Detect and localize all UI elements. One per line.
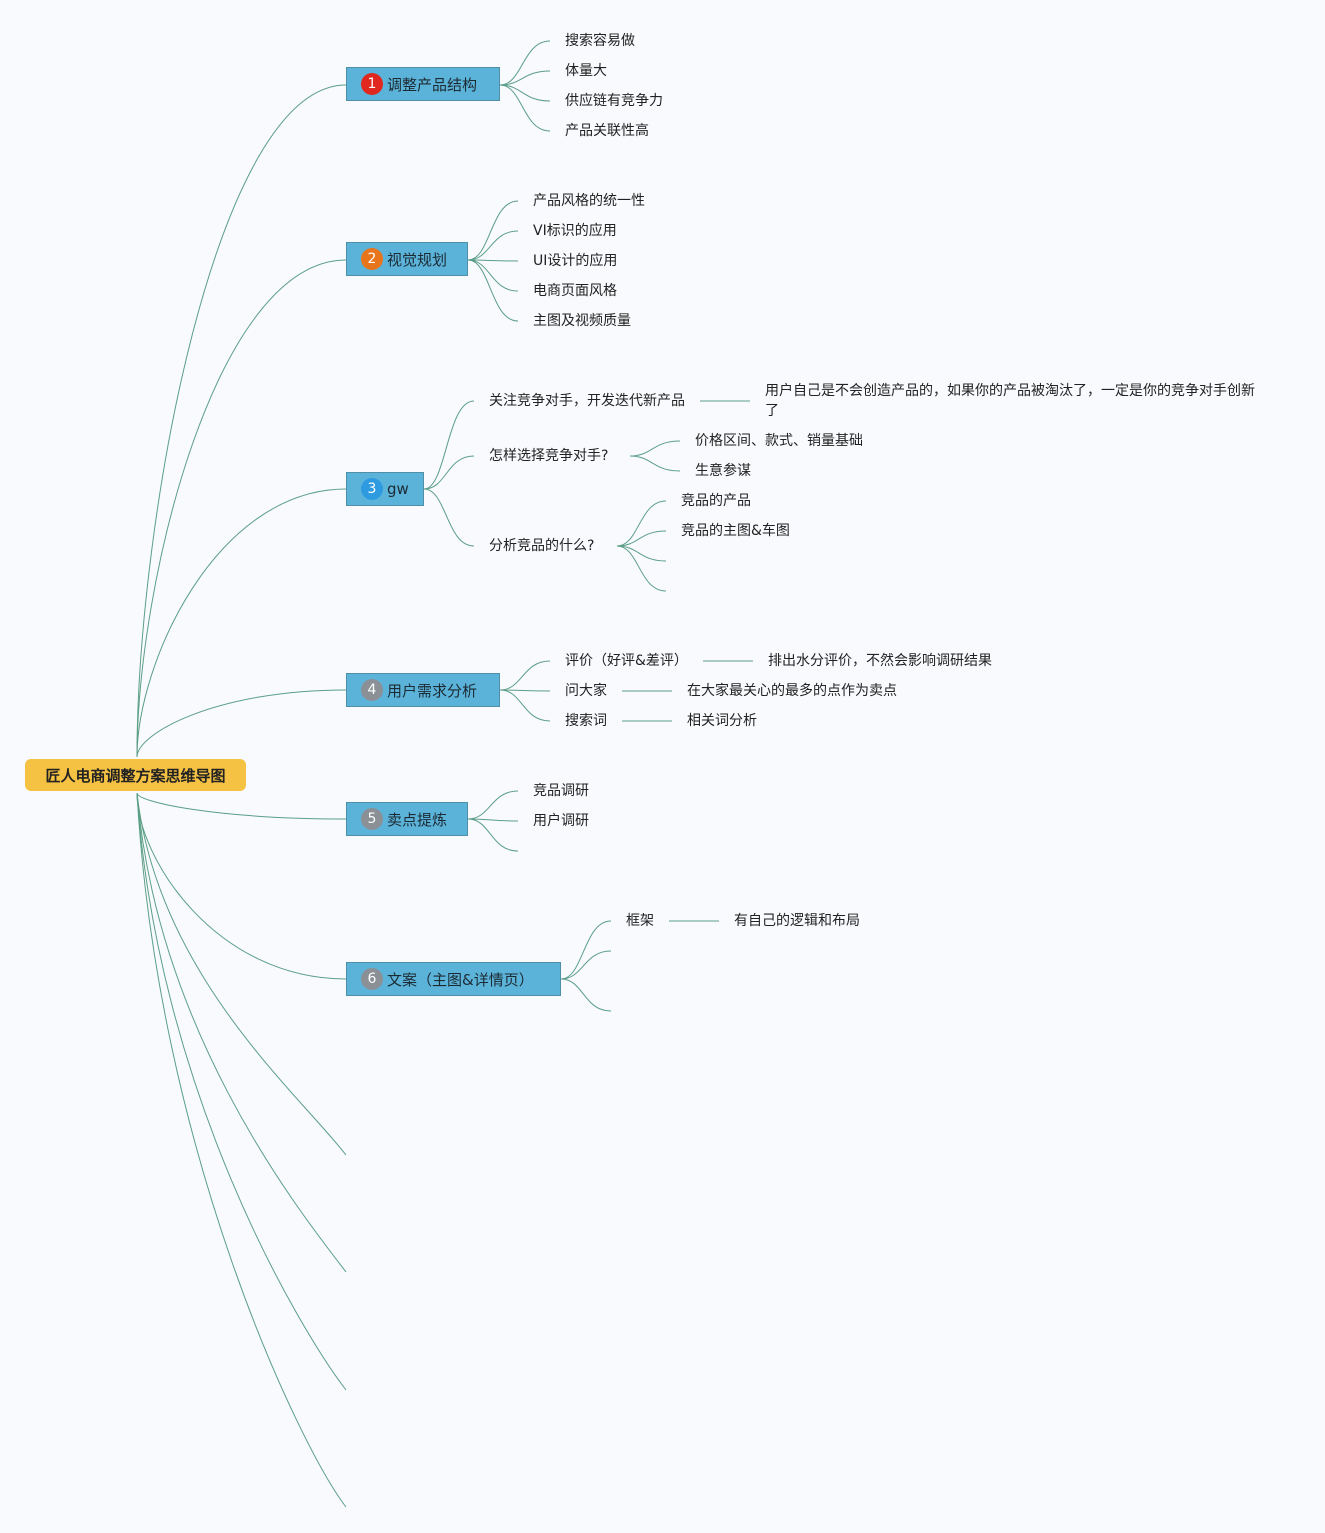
leaf-competitive-supply-chain[interactable]: 供应链有竞争力 bbox=[565, 93, 663, 109]
leaf-user-research[interactable]: 用户调研 bbox=[533, 813, 589, 829]
topic-5-branch-line bbox=[467, 818, 519, 822]
leaf-competitor-products[interactable]: 竞品的产品 bbox=[681, 493, 751, 509]
empty-branch-line bbox=[136, 792, 347, 1273]
topic-6-branch-line bbox=[560, 920, 612, 980]
leaf-style-consistency[interactable]: 产品风格的统一性 bbox=[533, 193, 645, 209]
topic-1-branch-line bbox=[499, 70, 551, 86]
leaf-competitor-images[interactable]: 竞品的主图&车图 bbox=[681, 523, 790, 539]
topic-label: 视觉规划 bbox=[387, 250, 448, 269]
subtopic-framework[interactable]: 框架 bbox=[626, 913, 654, 929]
topic-4-branch-line bbox=[499, 689, 551, 722]
topic-1-branch-line bbox=[499, 84, 551, 132]
topic-2-branch-line bbox=[467, 259, 519, 262]
root-branch-line bbox=[136, 259, 347, 758]
topic-label: 调整产品结构 bbox=[387, 75, 478, 94]
leaf-large-volume[interactable]: 体量大 bbox=[565, 63, 607, 79]
topic-3-branch-line bbox=[423, 455, 475, 490]
topic-label: 文案（主图&详情页） bbox=[387, 970, 534, 989]
topic-5-selling-points[interactable]: 5 卖点提炼 bbox=[346, 802, 468, 836]
subtopic-search-terms[interactable]: 搜索词 bbox=[565, 713, 607, 729]
topic-1-branch-line bbox=[499, 84, 551, 102]
subtopic-branch-line bbox=[616, 530, 667, 547]
topic-5-branch-line bbox=[467, 790, 519, 820]
subtopic-branch-line bbox=[629, 440, 681, 457]
leaf-price-style-sales[interactable]: 价格区间、款式、销量基础 bbox=[695, 433, 863, 449]
leaf-vi-logo[interactable]: VI标识的应用 bbox=[533, 223, 617, 239]
topic-6-copywriting[interactable]: 6 文案（主图&详情页） bbox=[346, 962, 561, 996]
priority-3-icon: 3 bbox=[361, 478, 383, 500]
topic-label: 卖点提炼 bbox=[387, 810, 448, 829]
subtopic-choose-competitors[interactable]: 怎样选择竞争对手? bbox=[489, 448, 609, 464]
topic-2-branch-line bbox=[467, 230, 519, 261]
topic-label: gw bbox=[387, 480, 409, 498]
subtopic-branch-line bbox=[616, 545, 667, 592]
topic-2-branch-line bbox=[467, 200, 519, 261]
topic-4-user-needs[interactable]: 4 用户需求分析 bbox=[346, 673, 500, 707]
topic-5-branch-line bbox=[467, 818, 519, 852]
leaf-filter-fake-reviews[interactable]: 排出水分评价，不然会影响调研结果 bbox=[768, 653, 992, 669]
topic-1-adjust-product-structure[interactable]: 1 调整产品结构 bbox=[346, 67, 500, 101]
topic-3-branch-line bbox=[423, 488, 475, 547]
leaf-competitor-innovation-note[interactable]: 用户自己是不会创造产品的，如果你的产品被淘汰了，一定是你的竞争对手创新了 bbox=[765, 383, 1255, 419]
topic-2-branch-line bbox=[467, 259, 519, 322]
subtopic-analyze-competitors[interactable]: 分析竞品的什么? bbox=[489, 538, 595, 554]
topic-label: 用户需求分析 bbox=[387, 681, 478, 700]
priority-2-icon: 2 bbox=[361, 248, 383, 270]
topic-3-branch-line bbox=[423, 400, 475, 490]
priority-6-icon: 6 bbox=[361, 968, 383, 990]
priority-5-icon: 5 bbox=[361, 808, 383, 830]
topic-6-branch-line bbox=[560, 978, 612, 1012]
topic-6-branch-line bbox=[560, 950, 612, 980]
leaf-top-concerns-selling-points[interactable]: 在大家最关心的最多的点作为卖点 bbox=[687, 683, 897, 699]
root-branch-line bbox=[136, 689, 347, 758]
topic-1-branch-line bbox=[499, 40, 551, 86]
leaf-ecommerce-page-style[interactable]: 电商页面风格 bbox=[533, 283, 617, 299]
empty-branch-line bbox=[136, 792, 347, 1508]
leaf-ui-design[interactable]: UI设计的应用 bbox=[533, 253, 618, 269]
subtopic-branch-line bbox=[616, 500, 667, 547]
root-node[interactable]: 匠人电商调整方案思维导图 bbox=[25, 759, 246, 791]
subtopic-ask-everyone[interactable]: 问大家 bbox=[565, 683, 607, 699]
topic-4-branch-line bbox=[499, 689, 551, 692]
root-branch-line bbox=[136, 792, 347, 820]
leaf-main-image-video-quality[interactable]: 主图及视频质量 bbox=[533, 313, 631, 329]
leaf-business-advisor[interactable]: 生意参谋 bbox=[695, 463, 751, 479]
topic-3-gw[interactable]: 3 gw bbox=[346, 472, 424, 506]
topic-2-branch-line bbox=[467, 259, 519, 292]
priority-4-icon: 4 bbox=[361, 679, 383, 701]
leaf-high-product-relevance[interactable]: 产品关联性高 bbox=[565, 123, 649, 139]
leaf-related-term-analysis[interactable]: 相关词分析 bbox=[687, 713, 757, 729]
root-branch-line bbox=[136, 488, 347, 758]
topic-2-visual-planning[interactable]: 2 视觉规划 bbox=[346, 242, 468, 276]
subtopic-branch-line bbox=[629, 455, 681, 472]
empty-branch-line bbox=[136, 792, 347, 1156]
root-branch-line bbox=[136, 84, 347, 758]
subtopic-reviews[interactable]: 评价（好评&差评） bbox=[565, 653, 688, 669]
priority-1-icon: 1 bbox=[361, 73, 383, 95]
topic-4-branch-line bbox=[499, 660, 551, 691]
leaf-easy-search[interactable]: 搜索容易做 bbox=[565, 33, 635, 49]
empty-branch-line bbox=[136, 792, 347, 1391]
subtopic-watch-competitors[interactable]: 关注竞争对手，开发迭代新产品 bbox=[489, 393, 685, 409]
leaf-competitor-research[interactable]: 竞品调研 bbox=[533, 783, 589, 799]
leaf-own-logic-layout[interactable]: 有自己的逻辑和布局 bbox=[734, 913, 860, 929]
